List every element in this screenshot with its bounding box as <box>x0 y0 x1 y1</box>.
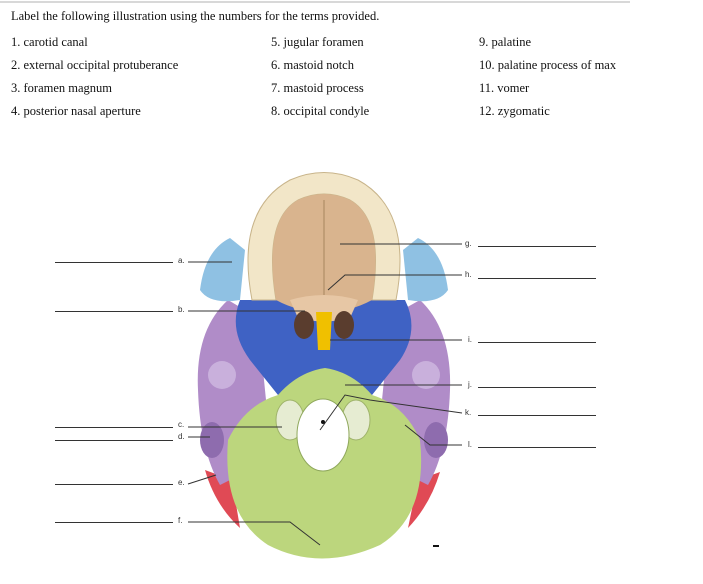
answer-blank-j[interactable] <box>478 387 596 388</box>
posterior-nasal-aperture-left <box>294 311 314 339</box>
answer-blank-d[interactable] <box>55 440 173 441</box>
term-6: 6. mastoid notch <box>271 58 354 72</box>
answer-blank-k[interactable] <box>478 415 596 416</box>
top-border <box>0 1 630 3</box>
leader-h <box>327 274 462 291</box>
leader-f <box>188 521 321 546</box>
term-8: 8. occipital condyle <box>271 104 370 118</box>
term-11: 11. vomer <box>479 81 530 95</box>
answer-blank-i[interactable] <box>478 342 596 343</box>
parietal-right <box>408 472 440 528</box>
answer-blank-e[interactable] <box>55 484 173 485</box>
term-10: 10. palatine process of max <box>479 58 617 72</box>
mastoid-process-left <box>200 422 224 458</box>
label-d: d. <box>178 432 185 441</box>
label-k: k. <box>465 408 472 417</box>
stray-mark <box>433 545 439 547</box>
term-5: 5. jugular foramen <box>271 35 364 49</box>
instructions: Label the following illustration using t… <box>11 9 380 23</box>
term-4: 4. posterior nasal aperture <box>11 104 141 118</box>
posterior-nasal-aperture-right <box>334 311 354 339</box>
mastoid-process-right <box>424 422 448 458</box>
vomer <box>316 312 332 350</box>
leader-l <box>404 424 462 446</box>
answer-blank-l[interactable] <box>478 447 596 448</box>
label-l: l. <box>468 440 472 449</box>
leader-k <box>319 394 463 431</box>
label-f: f. <box>178 516 183 525</box>
foramen-magnum <box>296 398 350 472</box>
term-1: 1. carotid canal <box>11 35 88 49</box>
label-j: j. <box>468 380 472 389</box>
zygomatic-right <box>403 238 448 302</box>
term-7: 7. mastoid process <box>271 81 364 95</box>
term-2: 2. external occipital protuberance <box>11 58 179 72</box>
zygomatic-left <box>200 238 245 302</box>
term-3: 3. foramen magnum <box>11 81 113 95</box>
answer-blank-b[interactable] <box>55 311 173 312</box>
label-h: h. <box>465 270 472 279</box>
leader-k-dot <box>321 420 325 424</box>
label-i: i. <box>468 335 472 344</box>
answer-blank-f[interactable] <box>55 522 173 523</box>
mandibular-fossa-left <box>208 361 236 389</box>
label-c: c. <box>178 420 185 429</box>
answer-blank-c[interactable] <box>55 427 173 428</box>
label-a: a. <box>178 256 185 265</box>
term-9: 9. palatine <box>479 35 532 49</box>
term-12: 12. zygomatic <box>479 104 550 118</box>
answer-blank-g[interactable] <box>478 246 596 247</box>
answer-blank-a[interactable] <box>55 262 173 263</box>
label-b: b. <box>178 305 185 314</box>
mandibular-fossa-right <box>412 361 440 389</box>
answer-blank-h[interactable] <box>478 278 596 279</box>
label-g: g. <box>465 239 472 248</box>
leader-e <box>187 474 217 485</box>
label-e: e. <box>178 478 185 487</box>
